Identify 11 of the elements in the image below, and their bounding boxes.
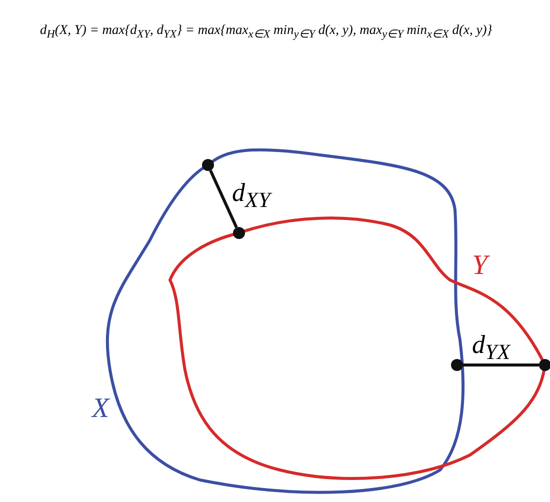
edge-label: d$_{YX}$	[472, 330, 510, 366]
curve-label: Y	[472, 250, 488, 282]
formula: d$_{H}$(X, Y) = max{d$_{XY}$, d$_{YX}$} = max{max$_{x∈X}$ min$_{y∈Y}$ d(x, y), max$_{y∈Y}$ min$_{x∈X}$ d(x, y)}	[40, 22, 492, 41]
point-dot	[202, 159, 214, 171]
curve-label: X	[92, 393, 110, 425]
point-dot	[539, 359, 550, 371]
distance-line	[463, 364, 539, 366]
distance-line	[209, 170, 238, 228]
edge-label: d$_{XY}$	[232, 178, 270, 214]
point-dot	[451, 359, 463, 371]
point-dot	[233, 227, 245, 239]
